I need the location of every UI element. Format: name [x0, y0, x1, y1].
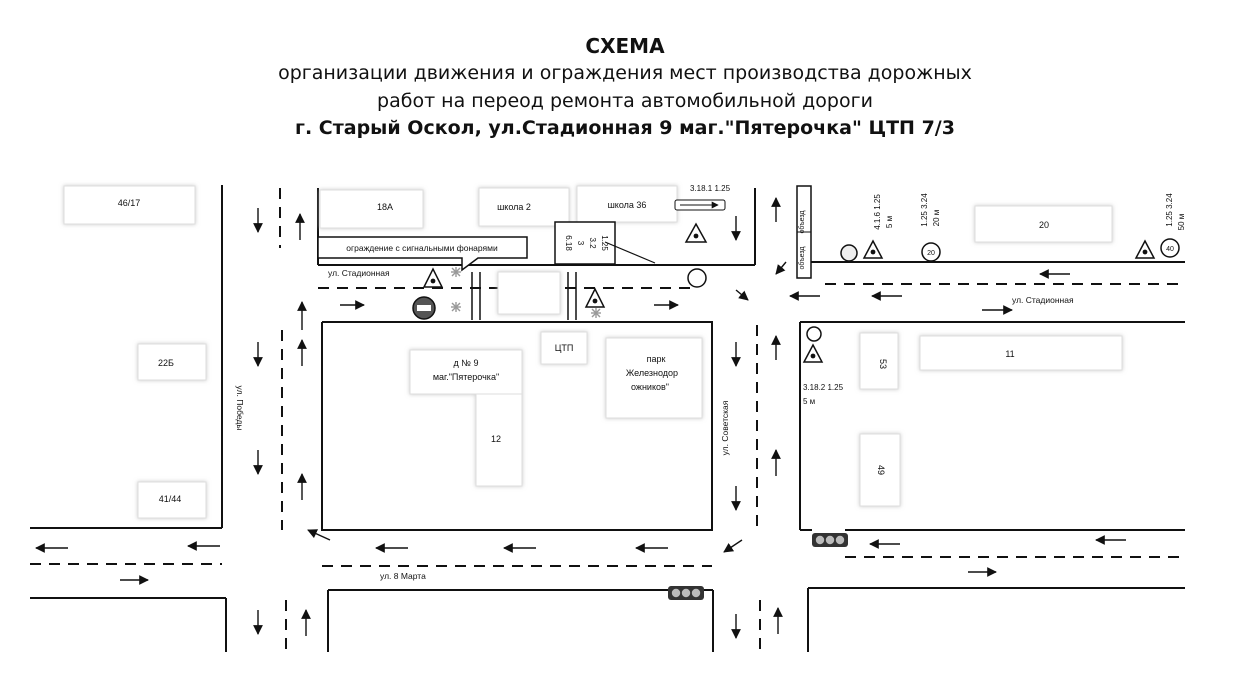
turn-ban-sign-icon	[840, 244, 858, 262]
label-12: 12	[491, 434, 501, 444]
label-park-line-2: Железнодор	[626, 368, 678, 378]
lane-dividers	[30, 188, 1185, 652]
label-22b: 22Б	[158, 358, 174, 368]
sign-label-125-a: 1.25 3.24	[920, 193, 929, 227]
label-41-44: 41/44	[159, 494, 182, 504]
building-shop-9	[409, 349, 523, 395]
signal-lamp-icon	[591, 308, 601, 318]
signal-lamp-icon	[451, 302, 461, 312]
label-49: 49	[876, 465, 886, 475]
central-block-edge	[321, 321, 713, 531]
scheme-title: СХЕМА	[585, 34, 665, 58]
building-11	[919, 335, 1123, 371]
building-22b	[137, 343, 207, 381]
road-works-icon	[802, 343, 824, 363]
label-18a: 18А	[377, 202, 393, 212]
park-block	[605, 337, 703, 419]
turn-sign-icon	[674, 199, 726, 211]
traffic-light-icon	[812, 533, 848, 547]
scheme-subtitle-line-2: работ на переод ремонта автомобильной до…	[377, 90, 873, 112]
fence-posts	[471, 272, 577, 320]
building-12	[475, 393, 523, 487]
sign-label-far-b: 50 м	[1177, 214, 1186, 231]
building-41-44	[137, 481, 207, 519]
circular-signs: 20 40	[412, 238, 1180, 342]
street-march-8: ул. 8 Марта	[380, 571, 426, 581]
building-18a	[319, 189, 424, 229]
sign-label-3182: 3.18.2 1.25	[803, 383, 844, 392]
scheme-address: г. Старый Оскол, ул.Стадионная 9 маг."Пя…	[295, 117, 955, 139]
road-edges	[30, 185, 1185, 652]
speed-limit-40: 40	[1166, 246, 1174, 253]
sign-label-416-b: 5 м	[885, 216, 894, 228]
sign-box: 6.18 3 3.2 1.25	[554, 221, 656, 265]
scheme-subtitle-line-1: организации движения и ограждения мест п…	[278, 62, 972, 84]
building-46-17	[63, 185, 196, 225]
direction-arrows	[35, 197, 1126, 639]
label-park-line-1: парк	[647, 354, 666, 364]
sign-box-col-4: 1.25	[600, 235, 609, 251]
speed-limit-sign-icon: 20	[921, 242, 941, 262]
building-49	[859, 433, 901, 507]
no-entry-sign-icon	[412, 296, 436, 320]
detour-label-top: объезд	[798, 211, 806, 234]
sign-label-125-b: 20 м	[932, 210, 941, 227]
buildings	[63, 185, 1123, 519]
label-shop-line-2: маг."Пятерочка"	[433, 372, 499, 382]
building-20	[974, 205, 1113, 243]
keep-right-sign-icon	[806, 326, 822, 342]
road-works-icon	[684, 222, 708, 243]
road-works-icon	[862, 239, 884, 259]
street-sovetskaya: ул. Советская	[720, 400, 730, 455]
building-53	[859, 332, 899, 390]
sign-box-col-1: 6.18	[564, 235, 573, 251]
label-20: 20	[1039, 220, 1049, 230]
traffic-light-icon	[668, 586, 704, 600]
street-pobedy: ул. Победы	[235, 386, 245, 431]
detour-label-mid: объезд	[798, 247, 806, 270]
label-ctp: ЦТП	[555, 343, 574, 353]
detour-sign-icon: объезд объезд	[796, 185, 812, 279]
fence-callout: ограждение с сигнальными фонарями	[317, 236, 528, 272]
sign-box-col-2: 3	[576, 241, 585, 246]
building-school-2	[478, 187, 570, 227]
label-11: 11	[1005, 349, 1014, 359]
signal-lamps	[451, 267, 601, 318]
sign-box-leader	[604, 241, 656, 264]
road-works-icon	[1134, 239, 1156, 259]
label-park-line-3: ожников"	[631, 382, 669, 392]
sign-label-top: 3.18.1 1.25	[690, 184, 731, 193]
empty-circle-sign-icon	[687, 268, 707, 288]
callout-text: ограждение с сигнальными фонарями	[346, 243, 498, 253]
callout-frame	[317, 236, 528, 272]
sign-label-far-a: 1.25 3.24	[1165, 193, 1174, 227]
label-school-36: школа 36	[608, 200, 647, 210]
sign-box-col-3: 3.2	[588, 237, 597, 249]
speed-limit-20: 20	[927, 250, 935, 257]
signal-lamp-icon	[451, 267, 461, 277]
building-ctp	[540, 331, 588, 365]
road-works-icon	[584, 287, 606, 308]
sign-label-416-a: 4.1.6 1.25	[873, 194, 882, 230]
speed-limit-sign-icon: 40	[1160, 238, 1180, 258]
sign-box-frame	[554, 221, 616, 265]
street-stadionnaya-right: ул. Стадионная	[1012, 295, 1074, 305]
work-zone-block	[497, 271, 561, 315]
label-school-2: школа 2	[497, 202, 531, 212]
label-46-17: 46/17	[118, 198, 141, 208]
label-53: 53	[878, 359, 888, 369]
road-works-icon	[422, 267, 444, 288]
road-works-signs	[422, 222, 1156, 363]
building-school-36	[576, 185, 678, 223]
label-shop-line-1: д № 9	[454, 358, 479, 368]
street-stadionnaya-left: ул. Стадионная	[328, 268, 390, 278]
sign-label-3182-dist: 5 м	[803, 397, 815, 406]
